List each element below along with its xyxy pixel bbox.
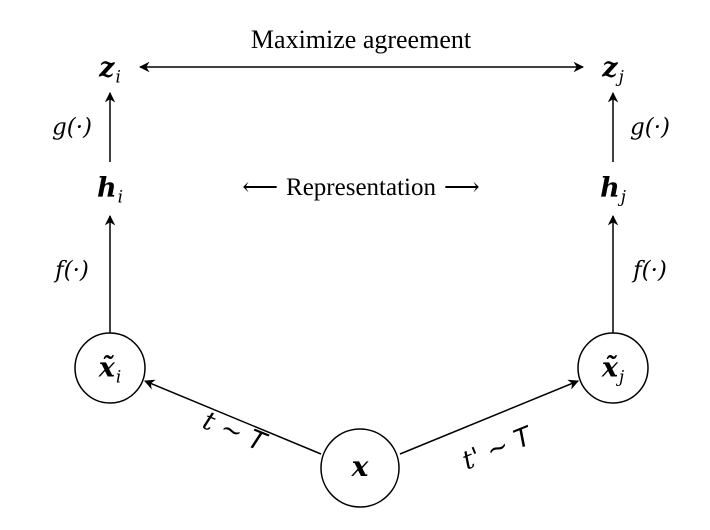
right-z-symbol: z bbox=[602, 52, 618, 84]
right-x-subscript: j bbox=[618, 366, 625, 387]
left-g-label: g(·) bbox=[52, 114, 92, 141]
left-h-subscript: i bbox=[117, 186, 123, 207]
right-representation-output: hj bbox=[600, 172, 626, 205]
left-f-label: f(·) bbox=[55, 257, 89, 284]
left-augment-arrow bbox=[144, 379, 322, 455]
right-projection-output: zj bbox=[602, 52, 624, 85]
maximize-agreement-label: Maximize agreement bbox=[250, 25, 472, 54]
input-x-label: x bbox=[351, 450, 369, 483]
right-h-symbol: h bbox=[600, 172, 620, 204]
right-f-label: f(·) bbox=[633, 257, 667, 284]
left-z-subscript: i bbox=[115, 66, 121, 87]
left-z-symbol: z bbox=[99, 52, 115, 84]
right-z-subscript: j bbox=[618, 66, 624, 87]
input-node bbox=[320, 428, 400, 508]
left-x-subscript: i bbox=[115, 366, 122, 387]
left-view-node bbox=[74, 332, 146, 404]
right-g-label: g(·) bbox=[630, 114, 670, 141]
left-h-symbol: h bbox=[97, 172, 117, 204]
representation-left-arrow: ⟵ bbox=[242, 172, 279, 201]
right-view-node bbox=[577, 332, 649, 404]
left-x-tilde-symbol: x̃ bbox=[98, 352, 115, 384]
right-augment-arrow bbox=[399, 379, 579, 455]
right-h-subscript: j bbox=[620, 186, 626, 207]
left-representation-output: hi bbox=[97, 172, 123, 205]
right-view-label: x̃j bbox=[601, 352, 624, 385]
representation-text: Representation bbox=[286, 174, 436, 201]
left-projection-output: zi bbox=[99, 52, 121, 85]
left-view-label: x̃i bbox=[98, 352, 121, 385]
representation-label: ⟵ Representation ⟶ bbox=[242, 174, 480, 200]
right-x-tilde-symbol: x̃ bbox=[601, 352, 618, 384]
representation-right-arrow: ⟶ bbox=[443, 172, 480, 201]
